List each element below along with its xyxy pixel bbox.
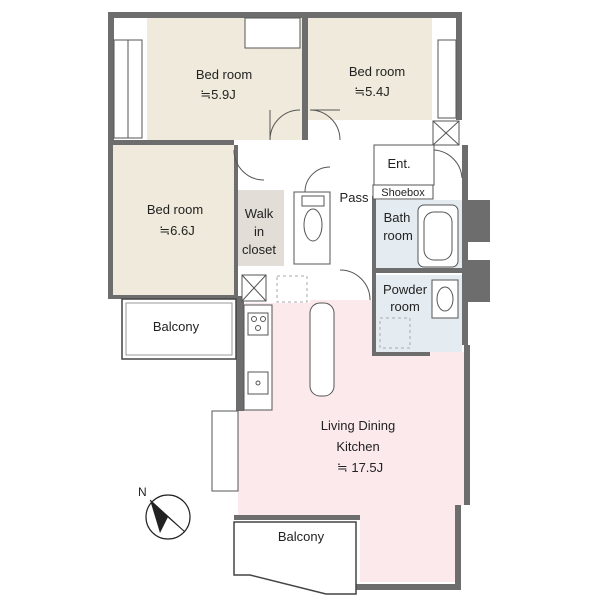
toilet-door-swing (304, 166, 331, 193)
entrance-door-swing (433, 149, 463, 179)
walk-in-closet-floor (236, 190, 284, 266)
wall-segment (372, 196, 376, 356)
room-fills (113, 18, 464, 582)
burner (255, 325, 261, 331)
wall-segment (108, 12, 114, 140)
walls (108, 12, 490, 590)
toilet-tank (301, 195, 325, 207)
wall-segment (108, 295, 238, 299)
kitchen-counter (243, 304, 273, 411)
wall-segment (462, 145, 468, 345)
wall-segment (234, 145, 238, 300)
compass-north-label: N (138, 485, 147, 499)
bath-label-line2: room (383, 228, 413, 243)
wardrobe (244, 17, 301, 49)
wall-segment (108, 12, 462, 18)
washer-space (379, 317, 411, 349)
bedroom-c-door (233, 149, 265, 181)
vanity (379, 279, 459, 349)
pass-door (339, 269, 371, 301)
entrance-area (373, 144, 435, 186)
bedroom-b-door (309, 109, 341, 141)
wall-segment (372, 352, 430, 356)
powder-label-line1: Powder (383, 282, 428, 297)
storage-box-cross (241, 274, 267, 302)
entrance-label: Ent. (387, 156, 410, 171)
burner (251, 316, 257, 322)
bathtub-basin (423, 211, 453, 261)
wall-segment (108, 140, 113, 298)
balcony-south-outline (233, 521, 357, 595)
wall-segment (302, 18, 308, 140)
powder-label-line2: room (390, 299, 420, 314)
bedroom-a-door (269, 109, 301, 141)
compass-arrow (150, 500, 168, 533)
storage-box-cross (432, 120, 460, 146)
balcony-south-label: Balcony (278, 529, 325, 544)
door-swing (233, 149, 265, 181)
bedroom-b-closet (437, 39, 457, 119)
balcony-west-label: Balcony (153, 319, 200, 334)
wall-segment (372, 268, 464, 273)
wash-basin (436, 286, 454, 312)
room-labels: Bed room ≒5.9J Bed room ≒5.4J Bed room ≒… (147, 64, 428, 544)
balcony-west-rail (125, 302, 233, 356)
bedroom-a-name: Bed room (196, 67, 252, 82)
wall-segment (234, 515, 360, 520)
compass: N (138, 485, 191, 540)
bedroom-b-floor (308, 18, 432, 120)
bath-label-line1: Bath (384, 210, 411, 225)
bedroom-c-name: Bed room (147, 202, 203, 217)
storage-box (241, 274, 267, 302)
wall-segment (464, 345, 470, 505)
sink (247, 371, 269, 395)
ldk-label-line2: Kitchen (336, 439, 379, 454)
bay-window (211, 410, 239, 492)
closet-label-line3: closet (242, 242, 276, 257)
wall-segment (455, 505, 461, 590)
wall-segment (236, 296, 244, 411)
entrance (372, 144, 463, 200)
wall-segment (355, 584, 461, 590)
ldk-size: ≒ 17.5J (337, 460, 383, 475)
closet-label-line1: Walk (245, 206, 274, 221)
shoebox-cabinet (372, 184, 434, 200)
refrigerator-space (276, 275, 308, 303)
door-swing (339, 269, 371, 301)
bedroom-b-name: Bed room (349, 64, 405, 79)
ldk-label-line1: Living Dining (321, 418, 395, 433)
ldk-floor (238, 300, 464, 582)
shoebox-label: Shoebox (381, 187, 425, 199)
closet-label-line2: in (254, 224, 264, 239)
wall-segment (456, 12, 462, 120)
vanity-counter (431, 279, 459, 319)
toilet (293, 166, 331, 265)
drain (255, 380, 261, 386)
bedroom-c-floor (113, 145, 234, 295)
toilet-bowl (303, 208, 323, 242)
bedroom-c-size: ≒6.6J (159, 223, 194, 238)
toilet-room (293, 191, 331, 265)
island-counter (309, 302, 335, 397)
closet-doors (437, 39, 457, 119)
balcony-west (121, 298, 237, 360)
entrance-storage-box (432, 120, 460, 146)
bathtub (417, 204, 459, 268)
wall-segment (462, 200, 490, 242)
balcony-west-outline (121, 298, 237, 360)
wall-segment (462, 260, 490, 302)
burner (260, 316, 266, 322)
pass-label: Pass (340, 190, 369, 205)
bedroom-b-size: ≒5.4J (354, 84, 389, 99)
bedroom-a-closet (113, 39, 143, 139)
stove (247, 312, 269, 336)
bedroom-a-size: ≒5.9J (200, 87, 235, 102)
wall-segment (108, 140, 234, 145)
balcony-south (233, 521, 357, 595)
